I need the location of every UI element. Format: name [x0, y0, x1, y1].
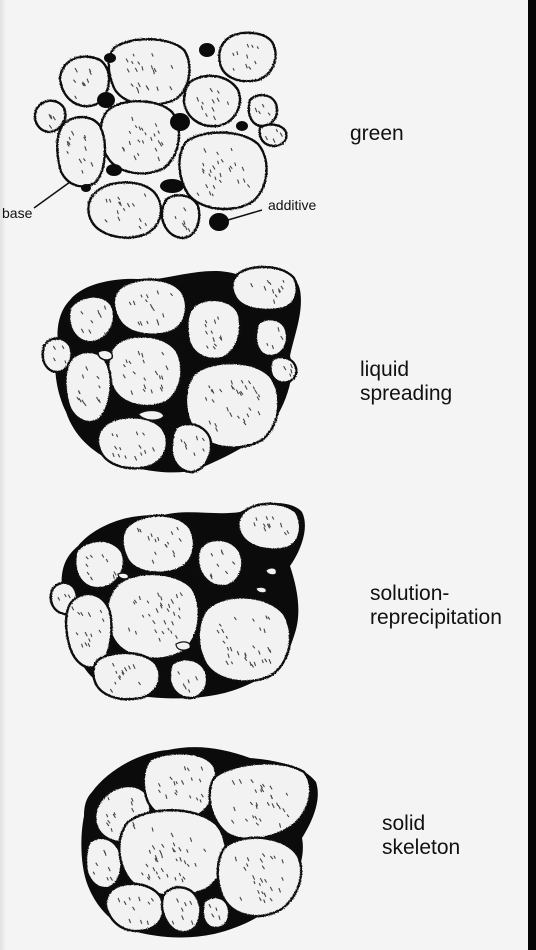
grain	[218, 838, 301, 916]
stage-label-solid-skeleton-line2: skeleton	[382, 836, 460, 859]
grain	[106, 884, 164, 931]
grain	[270, 357, 296, 382]
stage-solution-reprecipitation-illustration	[51, 503, 305, 699]
grain	[162, 195, 199, 238]
additive-particle	[97, 92, 115, 108]
grain	[179, 133, 266, 209]
grain	[101, 101, 179, 173]
additive-particle	[236, 121, 248, 131]
stage-solid-skeleton-illustration	[81, 747, 317, 937]
grain	[108, 336, 181, 406]
stage-green-illustration: base additive	[2, 33, 316, 238]
additive-label: additive	[268, 197, 316, 213]
additive-particle	[199, 43, 215, 57]
grain	[184, 76, 240, 126]
grain	[93, 653, 159, 699]
additive-leader-line	[228, 210, 262, 220]
grain	[114, 279, 186, 334]
pore	[266, 568, 276, 575]
grain	[203, 897, 230, 928]
grain	[65, 352, 110, 422]
additive-particle	[209, 213, 229, 231]
grain	[144, 753, 217, 819]
grain	[170, 659, 207, 698]
stage-label-green-line1: green	[350, 122, 404, 145]
grain	[199, 597, 290, 681]
grain	[187, 300, 240, 359]
pore	[98, 350, 112, 360]
base-leader-line	[34, 182, 70, 208]
grain	[69, 296, 114, 342]
grain	[249, 95, 277, 126]
additive-particle	[81, 184, 91, 192]
base-label: base	[2, 205, 33, 221]
grain	[98, 417, 167, 468]
additive-particle	[170, 113, 190, 131]
grain	[75, 541, 124, 588]
additive-particle	[160, 179, 184, 193]
grain	[260, 125, 287, 146]
stage-liquid-spreading-illustration	[43, 267, 301, 473]
stage-label-solution-reprecipitation-line1: solution-	[370, 582, 449, 605]
additive-particle	[104, 53, 116, 63]
additive-particle	[106, 164, 122, 176]
stage-label-liquid-spreading-line1: liquid	[360, 358, 409, 381]
stage-label-solution-reprecipitation-line2: reprecipitation	[370, 606, 502, 629]
grain	[109, 39, 190, 105]
pore	[176, 642, 190, 650]
grain	[86, 838, 122, 888]
grain	[172, 424, 211, 472]
grain	[123, 515, 194, 572]
grain	[198, 540, 242, 586]
grain	[57, 117, 105, 186]
stage-label-liquid-spreading-line2: spreading	[360, 382, 452, 405]
stage-label-solid-skeleton-line1: solid	[382, 812, 425, 835]
